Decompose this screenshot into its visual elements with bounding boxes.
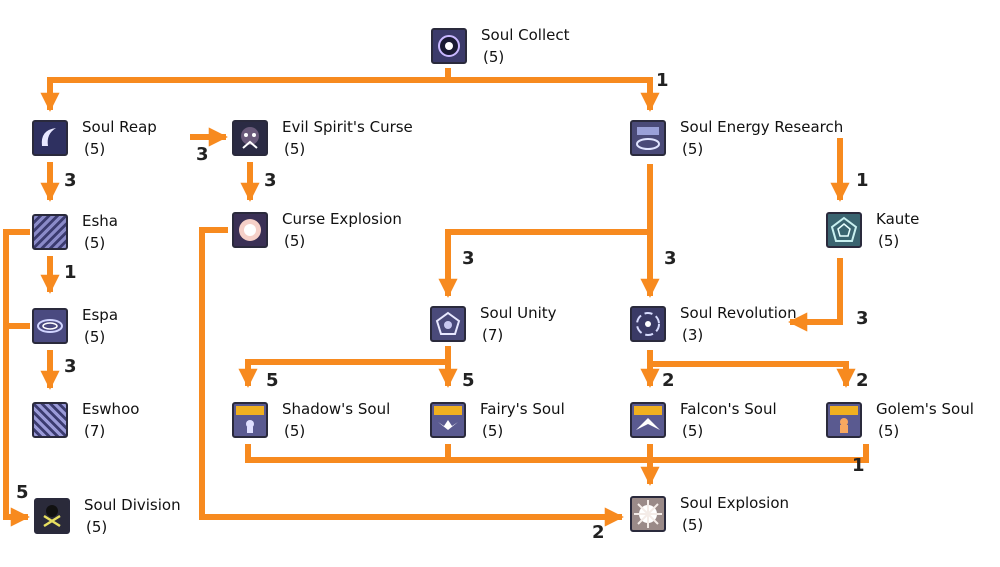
skill-name: Evil Spirit's Curse <box>282 118 413 136</box>
evil-spirit-icon <box>232 120 268 156</box>
req-energy-to-revolution: 3 <box>664 248 677 269</box>
arrow-curse-explosion-to-soul-explosion <box>199 227 624 527</box>
skill-level: (5) <box>878 232 900 250</box>
skill-level: (5) <box>682 516 704 534</box>
req-unity-to-fairy: 5 <box>462 370 475 391</box>
soul-collect-icon <box>431 28 467 64</box>
soul-revolution-icon <box>630 306 666 342</box>
link-fairy-icon <box>430 402 466 438</box>
esha-icon <box>32 214 68 250</box>
arrow-esha-to-division <box>3 229 30 527</box>
link-golem-icon <box>826 402 862 438</box>
arrow-energy-to-unity <box>438 229 650 298</box>
req-unity-to-shadow: 5 <box>266 370 279 391</box>
skill-name: Soul Energy Research <box>680 118 844 136</box>
curse-explosion-icon <box>232 212 268 248</box>
skill-level: (3) <box>682 326 704 344</box>
eswhoo-icon <box>32 402 68 438</box>
skill-name: Esha <box>82 212 118 230</box>
skill-name: Curse Explosion <box>282 210 402 228</box>
skill-name: Golem's Soul <box>876 400 974 418</box>
skill-name: Eswhoo <box>82 400 140 418</box>
req-espa-to-eswhoo: 3 <box>64 356 77 377</box>
skill-level: (5) <box>284 140 306 158</box>
skill-level: (7) <box>482 326 504 344</box>
arrow-collect-to-energy <box>448 77 660 112</box>
skill-name: Soul Explosion <box>680 494 790 512</box>
soul-unity-icon <box>430 306 466 342</box>
arrow-links-bus <box>245 444 869 463</box>
soul-reap-icon <box>32 120 68 156</box>
req-reap-to-esha: 3 <box>64 170 77 191</box>
skill-name: Soul Unity <box>480 304 557 322</box>
skill-level: (5) <box>86 518 108 536</box>
skill-level: (5) <box>482 422 504 440</box>
req-kaute-to-revolution: 3 <box>856 308 869 329</box>
req-esha-to-espa: 1 <box>64 262 77 283</box>
req-curse-to-explosion: 3 <box>264 170 277 191</box>
skill-level: (5) <box>284 422 306 440</box>
arrow-revolution-to-golem <box>650 361 856 388</box>
arrow-collect-to-reap <box>40 68 451 112</box>
skill-name: Kaute <box>876 210 920 228</box>
req-revolution-to-golem: 2 <box>856 370 869 391</box>
skill-level: (7) <box>84 422 106 440</box>
skill-name: Falcon's Soul <box>680 400 777 418</box>
req-links-to-soul-explosion: 1 <box>852 455 865 476</box>
soul-division-icon <box>34 498 70 534</box>
req-collect-to-energy: 1 <box>656 70 669 91</box>
skill-level: (5) <box>483 48 505 66</box>
espa-icon <box>32 308 68 344</box>
link-shadow-icon <box>232 402 268 438</box>
skill-level: (5) <box>682 140 704 158</box>
link-falcon-icon <box>630 402 666 438</box>
req-energy-to-unity: 3 <box>462 248 475 269</box>
skill-name: Soul Revolution <box>680 304 797 322</box>
skill-name: Soul Collect <box>481 26 570 44</box>
skill-level: (5) <box>84 234 106 252</box>
skill-level: (5) <box>682 422 704 440</box>
arrow-kaute-to-revolution <box>788 258 843 332</box>
skill-name: Soul Division <box>84 496 181 514</box>
req-reap-to-curse: 3 <box>196 144 209 165</box>
skill-name: Soul Reap <box>82 118 157 136</box>
req-esha-to-division: 5 <box>16 482 29 503</box>
soul-energy-icon <box>630 120 666 156</box>
req-revolution-to-falcon: 2 <box>662 370 675 391</box>
kaute-icon <box>826 212 862 248</box>
arrow-unity-to-links <box>238 346 451 388</box>
skill-name: Fairy's Soul <box>480 400 565 418</box>
req-energy-to-kaute: 1 <box>856 170 869 191</box>
skill-level: (5) <box>84 140 106 158</box>
skill-level: (5) <box>84 328 106 346</box>
skill-level: (5) <box>284 232 306 250</box>
skill-name: Espa <box>82 306 119 324</box>
req-curse-explosion-to-soul-explosion: 2 <box>592 522 605 543</box>
soul-explosion-icon <box>630 496 666 532</box>
skill-name: Shadow's Soul <box>282 400 391 418</box>
skill-level: (5) <box>878 422 900 440</box>
